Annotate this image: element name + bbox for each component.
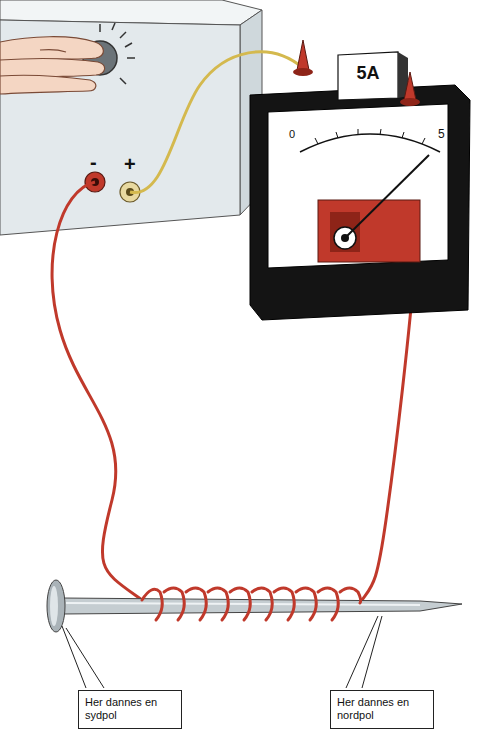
hand [0, 37, 105, 94]
nail [47, 580, 462, 632]
callout-text: Her dannes en sydpol [85, 696, 175, 722]
terminal-sign: - [90, 150, 97, 174]
range-label: 5A [338, 63, 398, 85]
red-wire [52, 182, 142, 600]
callout-box: Her dannes en sydpol [78, 690, 182, 729]
terminal-sign: + [124, 152, 136, 176]
coil [142, 588, 361, 620]
ammeter [250, 40, 470, 320]
scale-number: 5 [438, 127, 445, 141]
callout-text: Her dannes en nordpol [337, 696, 427, 722]
callout-box: Her dannes en nordpol [330, 690, 434, 729]
scale-number: 0 [289, 128, 295, 141]
leader-line [62, 616, 382, 688]
terminals [85, 172, 140, 202]
power-supply [0, 0, 262, 235]
